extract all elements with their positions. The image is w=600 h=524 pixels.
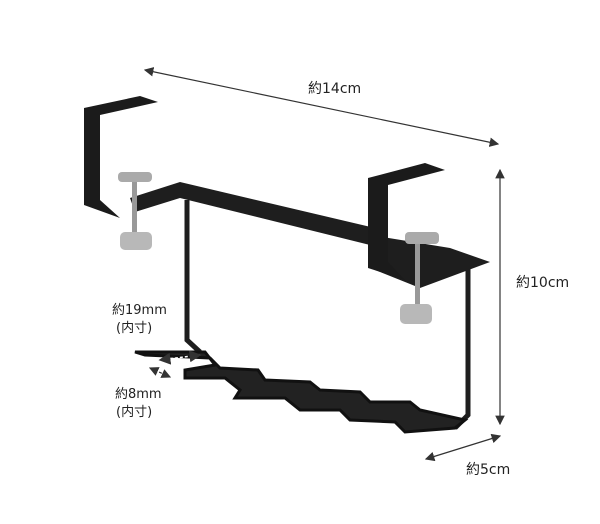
inner-width-note: (内寸) [116,405,153,420]
height-label: 約10cm [516,275,570,291]
inner-gap-note: (内寸) [116,321,153,336]
left-clamp [84,96,158,218]
width-arrow [143,67,500,147]
left-screw [118,172,152,250]
right-clamp [368,163,445,280]
inner-gap-label: 約19mm [112,303,167,318]
right-screw [400,232,439,324]
depth-arrow [424,433,502,462]
zigzag-cable-holder [134,350,469,434]
cable-rack [84,96,490,434]
inner-width-label: 約8mm [115,387,162,402]
width-label: 約14cm [308,81,362,97]
depth-label: 約5cm [466,462,511,478]
